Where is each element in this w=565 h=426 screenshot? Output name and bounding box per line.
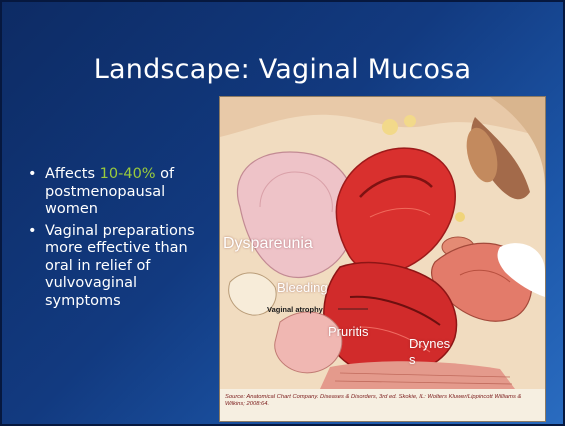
label-pruritis: Pruritis	[328, 324, 368, 339]
label-vaginal-atrophy: Vaginal atrophy	[267, 305, 323, 314]
figure-source-caption: Source: Anatomical Chart Company. Diseas…	[220, 389, 545, 421]
label-dyspareunia: Dyspareunia	[223, 235, 313, 253]
bullet-item: Vaginal preparations more effective than…	[28, 223, 208, 311]
label-dryness: Drynes s	[409, 336, 451, 368]
bullet-list: Affects 10-40% of postmenopausal women V…	[28, 166, 208, 314]
highlight-percentage: 10-40%	[100, 166, 156, 182]
slide-title: Landscape: Vaginal Mucosa	[0, 54, 565, 85]
label-bleeding: Bleeding	[277, 280, 328, 295]
bullet-item: Affects 10-40% of postmenopausal women	[28, 166, 208, 219]
bullet-text-pre: Affects	[45, 166, 100, 182]
bullet-text: Vaginal preparations more effective than…	[45, 223, 195, 309]
anatomical-illustration: Dyspareunia Bleeding Vaginal atrophy Pru…	[219, 96, 546, 422]
